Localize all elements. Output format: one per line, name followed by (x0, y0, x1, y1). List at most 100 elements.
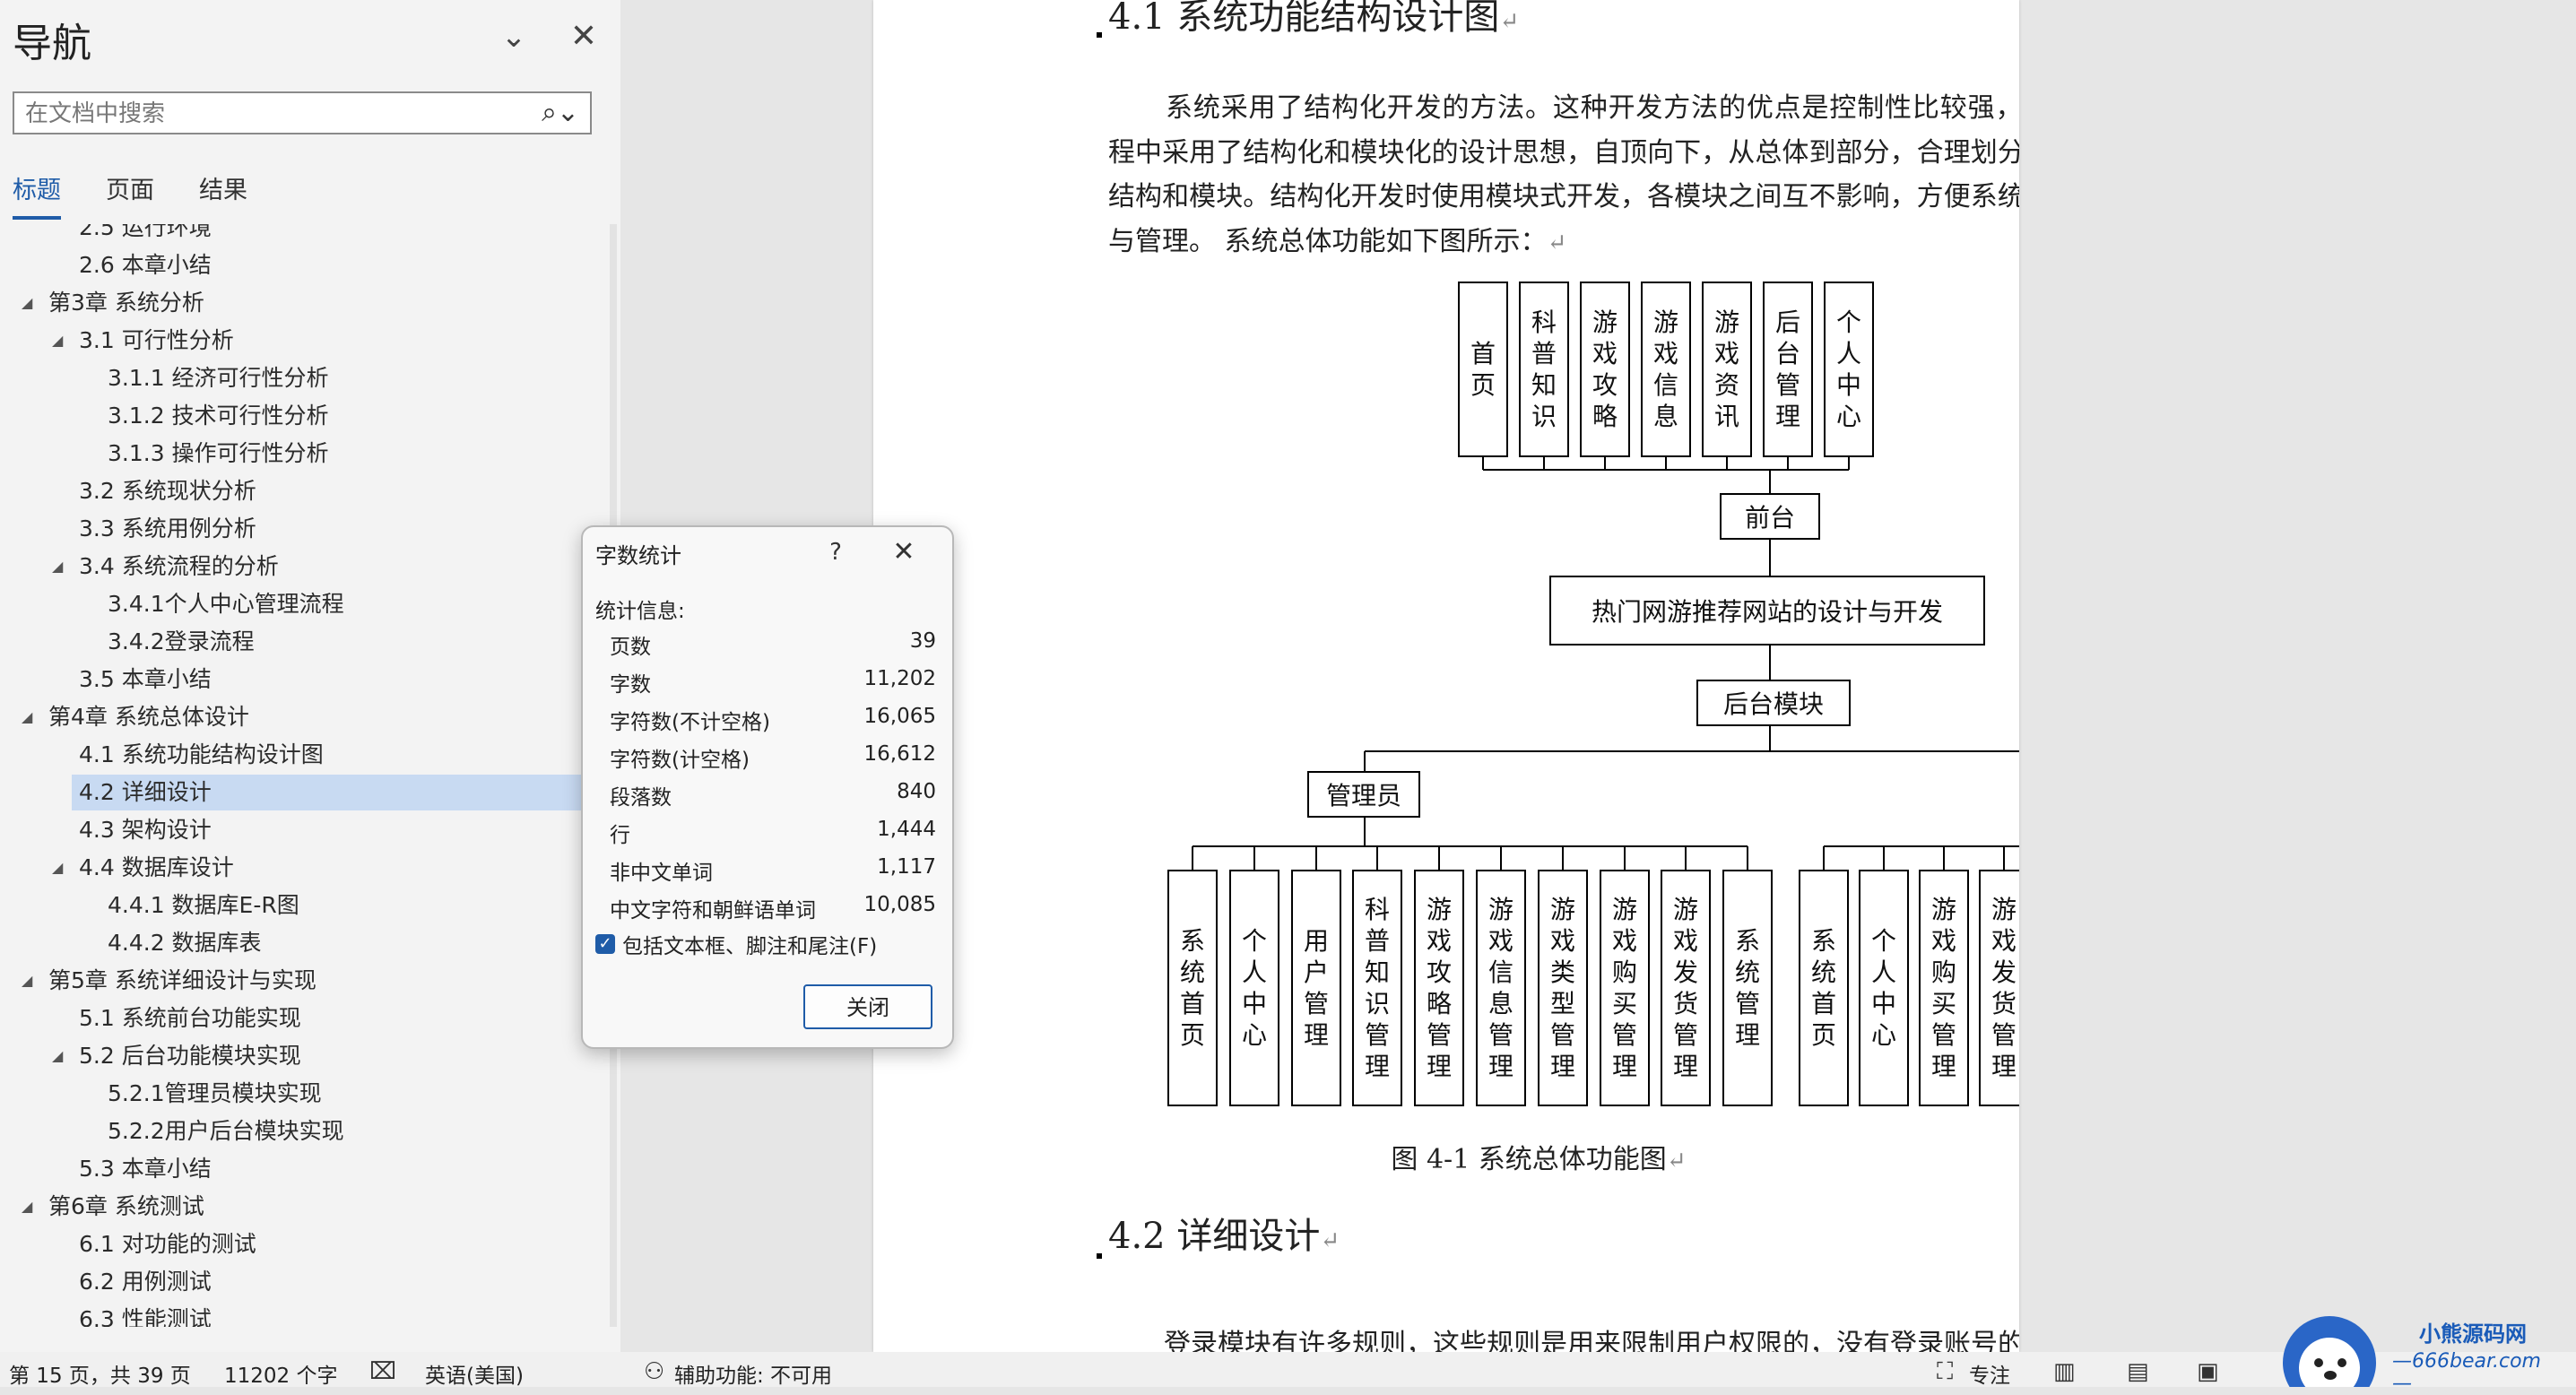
outline-item[interactable]: ◢第6章 系统测试 (0, 1189, 620, 1225)
collapse-arrow-icon[interactable]: ◢ (52, 859, 64, 876)
outline-item[interactable]: ◢4.4 数据库设计 (0, 850, 620, 886)
admin-module-box-label: 系统首页 (1179, 926, 1205, 1050)
outline-item[interactable]: 6.2 用例测试 (0, 1264, 620, 1300)
front-module-box-label: 游戏攻略 (1592, 308, 1618, 431)
help-icon[interactable]: ? (829, 539, 842, 566)
include-textboxes-checkbox[interactable]: ✓ 包括文本框、脚注和尾注(F) (595, 929, 877, 959)
nav-close-icon[interactable]: ✕ (569, 18, 598, 55)
outline-item[interactable]: ◢ 3.4 系统流程的分析 (0, 549, 620, 585)
outline-item-label: 5.3 本章小结 (79, 1156, 212, 1182)
outline-item[interactable]: 3.1.2 技术可行性分析 (0, 398, 620, 434)
collapse-arrow-icon[interactable]: ◢ (22, 708, 33, 725)
outline-item[interactable]: 6.1 对功能的测试 (0, 1226, 620, 1262)
user-module-box-label: 游戏购买管理 (1930, 895, 1956, 1081)
document-page[interactable]: 4.1 系统功能结构设计图↵ 系统采用了结构化开发的方法。这种开发方法的优点是控… (873, 0, 2019, 1352)
outline-item-label: 3.4 系统流程的分析 (79, 553, 279, 579)
outline-item-label: 第5章 系统详细设计与实现 (48, 967, 317, 993)
admin-module-box-label: 游戏信息管理 (1487, 895, 1514, 1081)
tab-headings[interactable]: 标题 (13, 170, 61, 220)
admin-module-box: 系统首页 (1167, 870, 1218, 1106)
outline-item[interactable]: 4.1 系统功能结构设计图 (0, 737, 620, 773)
outline-item[interactable]: 5.2.1管理员模块实现 (0, 1076, 620, 1112)
tab-results[interactable]: 结果 (199, 177, 247, 204)
proofing-icon[interactable]: ⌧ (369, 1358, 396, 1385)
outline-item[interactable]: 3.1.3 操作可行性分析 (0, 436, 620, 472)
outline-item-label: 3.3 系统用例分析 (79, 516, 256, 542)
stat-label: 页数 (610, 636, 651, 659)
outline-item[interactable]: 3.3 系统用例分析 (0, 511, 620, 547)
tab-pages[interactable]: 页面 (106, 177, 154, 204)
focus-icon[interactable]: ⛶ (1937, 1358, 1954, 1385)
outline-item-label: 3.5 本章小结 (79, 666, 212, 692)
outline-item[interactable]: ◢3.1 可行性分析 (0, 323, 620, 359)
outline-item[interactable]: 4.4.2 数据库表 (0, 925, 620, 961)
outline-item-label: 第4章 系统总体设计 (48, 704, 249, 730)
outline-item-label: 6.1 对功能的测试 (79, 1231, 256, 1257)
admin-module-box: 用户管理 (1291, 870, 1341, 1106)
close-button[interactable]: 关闭 (803, 984, 932, 1029)
outline-item[interactable]: ◢ 第3章 系统分析 (0, 285, 620, 321)
front-module-box: 游戏攻略 (1580, 282, 1630, 457)
admin-module-box-label: 个人中心 (1241, 926, 1267, 1050)
stat-label: 行 (610, 824, 630, 847)
admin-module-box: 游戏购买管理 (1600, 870, 1650, 1106)
outline-item[interactable]: 4.2 详细设计 (72, 775, 581, 810)
collapse-arrow-icon[interactable]: ◢ (22, 972, 33, 989)
outline-item[interactable]: 3.1.1 经济可行性分析 (0, 360, 620, 396)
admin-module-box-label: 科普知识管理 (1364, 895, 1390, 1081)
focus-mode[interactable]: 专注 (1969, 1365, 2010, 1388)
outline-item[interactable]: 4.3 架构设计 (0, 812, 620, 848)
logo-url: —666bear.com— (2392, 1350, 2541, 1395)
outline-item-label: 4.1 系统功能结构设计图 (79, 741, 324, 767)
collapse-arrow-icon[interactable]: ◢ (22, 1198, 33, 1215)
stats-section-label: 统计信息: (595, 600, 685, 623)
collapse-arrow-icon[interactable]: ◢ (22, 294, 33, 311)
user-module-box: 个人中心 (1859, 870, 1909, 1106)
read-mode-icon[interactable]: ▥ (2053, 1358, 2076, 1385)
outline-item[interactable]: ◢5.2 后台功能模块实现 (0, 1038, 620, 1074)
outline-item[interactable]: 3.4.1个人中心管理流程 (0, 586, 620, 622)
collapse-arrow-icon[interactable]: ◢ (52, 332, 64, 349)
nav-search-box[interactable]: ⌕⌄ (13, 91, 592, 134)
accessibility-status[interactable]: 辅助功能: 不可用 (674, 1365, 833, 1388)
collapse-arrow-icon[interactable]: ◢ (52, 1047, 64, 1064)
outline-item[interactable]: ◢ 第5章 系统详细设计与实现 (0, 963, 620, 999)
stat-label: 字数 (610, 673, 651, 697)
collapse-arrow-icon[interactable]: ◢ (52, 558, 64, 575)
accessibility-icon[interactable]: ⚇ (644, 1358, 665, 1385)
outline-item[interactable]: 3.2 系统现状分析 (0, 473, 620, 509)
word-count[interactable]: 11202 个字 (224, 1365, 338, 1388)
outline-item[interactable]: 5.3 本章小结 (0, 1151, 620, 1187)
nav-options-chevron-icon[interactable]: ⌄ (500, 19, 527, 55)
outline-item[interactable]: 5.2.2用户后台模块实现 (0, 1113, 620, 1149)
outline-item[interactable]: 4.4.1 数据库E-R图 (0, 888, 620, 923)
print-layout-icon[interactable]: ▤ (2127, 1358, 2149, 1385)
outline-item[interactable]: 3.5 本章小结 (0, 662, 620, 698)
search-input[interactable] (14, 93, 529, 134)
outline-item[interactable]: 3.4.2登录流程 (0, 624, 620, 660)
web-layout-icon[interactable]: ▣ (2197, 1358, 2219, 1385)
stat-row: 字符数(计空格)16,612 (610, 742, 936, 776)
outline-item[interactable]: ◢ 第4章 系统总体设计 (0, 699, 620, 735)
page-count[interactable]: 第 15 页，共 39 页 (9, 1365, 191, 1388)
search-icon[interactable]: ⌕⌄ (542, 97, 579, 128)
outline-item-label: 第3章 系统分析 (48, 290, 204, 316)
function-structure-diagram (1192, 457, 2019, 870)
language[interactable]: 英语(美国) (425, 1365, 524, 1388)
checkbox-label: 包括文本框、脚注和尾注(F) (622, 935, 878, 958)
checkbox-check-icon[interactable]: ✓ (595, 934, 615, 954)
front-module-box-label: 游戏信息 (1652, 308, 1678, 431)
outline-item[interactable]: 2.5 运行环境 (0, 224, 620, 246)
outline-item[interactable]: 5.1 系统前台功能实现 (0, 1001, 620, 1036)
dialog-close-icon[interactable]: ✕ (892, 536, 915, 568)
admin-module-box-label: 游戏攻略管理 (1426, 895, 1452, 1081)
site-logo: 小熊源码网 —666bear.com— (2267, 1309, 2554, 1395)
admin-module-box-label: 游戏发货管理 (1672, 895, 1698, 1081)
outline-item[interactable]: 6.3 性能测试 (0, 1302, 620, 1327)
outline-item-label: 5.1 系统前台功能实现 (79, 1005, 301, 1031)
nav-title: 导航 (13, 21, 91, 66)
outline-item[interactable]: 2.6 本章小结 (0, 247, 620, 283)
